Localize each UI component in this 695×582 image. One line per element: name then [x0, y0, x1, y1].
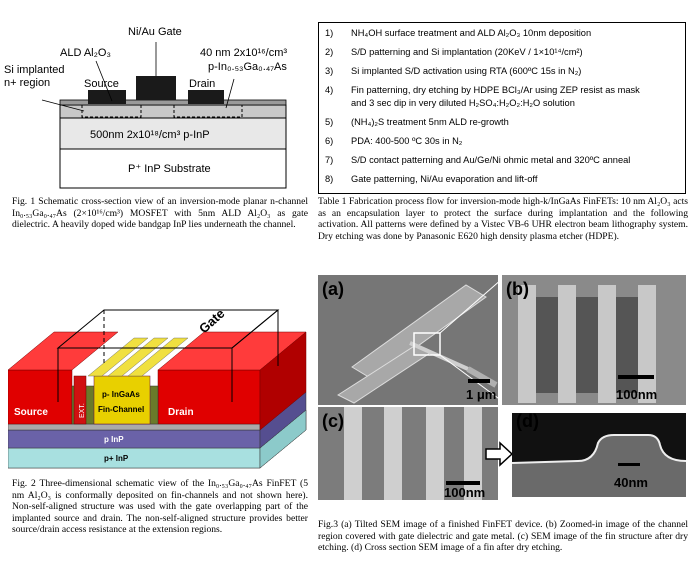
- fig1-si-leader: [41, 99, 85, 112]
- fig1-source-contact: [88, 90, 126, 104]
- fig2-drain-label: Drain: [168, 407, 194, 418]
- fig2-p-ingaas-label: p- InGaAs: [102, 390, 140, 399]
- fig1-si-label-2: n+ region: [4, 77, 50, 89]
- fig3-arrow-icon: [485, 441, 514, 467]
- fig3a-zoom-box: [413, 332, 441, 356]
- table-row-text: (NH₄)₂S treatment 5nm ALD re-growth: [351, 117, 509, 127]
- fig2-drain-side: [259, 331, 307, 431]
- fig2-p-plus-inp: [7, 447, 261, 469]
- fig1-substrate: [59, 148, 287, 189]
- fig3c-label: (c): [322, 411, 344, 431]
- fig2-diagram: Gate Source Drain EXT. p- InGaAs Fin-Cha…: [7, 306, 307, 469]
- fig1-implant-right: [173, 105, 243, 118]
- fig3c-scale: 100nm: [444, 485, 485, 500]
- table-row-number: 8): [325, 174, 334, 184]
- fig3a-label: (a): [322, 279, 344, 299]
- table-row-number: 7): [325, 155, 334, 165]
- fig3a-scale-bar: [468, 379, 490, 383]
- fig1-si-label-1: Si implanted: [4, 64, 65, 76]
- figure-3-caption: Fig.3 (a) Tilted SEM image of a finished…: [318, 519, 688, 554]
- fig2-fin-label: Fin-Channel: [98, 405, 144, 414]
- fig3a-gate-line: [466, 366, 498, 388]
- fig1-channel-leader: [225, 78, 235, 109]
- table-row-text: S/D patterning and Si implantation (20Ke…: [351, 47, 583, 57]
- table-row-number: 1): [325, 28, 334, 38]
- fig3b-stripes: [518, 285, 656, 403]
- figure-2-3d-schematic: Gate Source Drain EXT. p- InGaAs Fin-Cha…: [7, 290, 310, 470]
- fig2-source-block: [7, 369, 73, 425]
- fig3-panels: (a) 1 μm (b) 100nm (c) 100nm: [318, 275, 687, 500]
- fig2-p-inp: [7, 429, 261, 449]
- table-row-text: Fin patterning, dry etching by HDPE BCl₃…: [351, 85, 640, 95]
- fig3d-fin-profile: [512, 435, 686, 497]
- fig3b-scale: 100nm: [616, 387, 657, 402]
- table-row-number: 6): [325, 136, 334, 146]
- table-row-text: and 3 sec dip in very diluted H₂SO₄:H₂O₂…: [351, 98, 575, 108]
- fig1-source-label: Source: [84, 78, 119, 90]
- figure-2-caption: Fig. 2 Three-dimensional schematic view …: [12, 478, 308, 536]
- figure-1-caption: Fig. 1 Schematic cross-section view of a…: [12, 196, 308, 231]
- table-row-text: S/D contact patterning and Au/Ge/Ni ohmi…: [351, 155, 631, 165]
- fig1-drain-label: Drain: [189, 78, 215, 90]
- fig3d-fin-edge: [511, 434, 687, 464]
- fig1-channel-layer: [59, 104, 287, 119]
- fig3a-zoom-line-1: [439, 278, 503, 334]
- table-row-number: 4): [325, 85, 334, 95]
- fig1-substrate-label: P⁺ InP Substrate: [128, 163, 211, 175]
- table-row-text: Si implanted S/D activation using RTA (6…: [351, 66, 582, 76]
- figure-3-sem-images: (a) 1 μm (b) 100nm (c) 100nm: [318, 275, 687, 500]
- fig3a-upper-pad: [351, 284, 487, 380]
- fig1-gate: [136, 76, 176, 100]
- fig2-source-label: Source: [14, 407, 48, 418]
- table-row-number: 2): [325, 47, 334, 57]
- table-1-process-flow: 1) NH₄OH surface treatment and ALD Al₂O₃ …: [318, 22, 686, 194]
- fig1-buffer-layer: [59, 117, 287, 150]
- fig2-source-top: [7, 331, 119, 371]
- table-row-number: 3): [325, 66, 334, 76]
- table-row-number: 5): [325, 117, 334, 127]
- fig1-implant-left: [81, 105, 142, 118]
- fig2-gate-right-top: [231, 309, 279, 349]
- fig3d-scale-bar: [618, 463, 640, 466]
- fig3c-scale-bar: [446, 481, 480, 485]
- table-row-text: NH₄OH surface treatment and ALD Al₂O₃ 10…: [351, 28, 592, 38]
- fig1-channel-label-1: 40 nm 2x10¹⁶/cm³: [200, 47, 287, 59]
- fig1-channel-label-2: p-In₀.₅₃Ga₀.₄₇As: [208, 61, 287, 73]
- table-row-text: Gate patterning, Ni/Au evaporation and l…: [351, 174, 538, 184]
- fig2-fin-channel: [93, 375, 151, 425]
- fig3a-scale: 1 μm: [466, 387, 496, 402]
- fig3b-scale-bar: [618, 375, 654, 379]
- fig1-buffer-label: 500nm 2x10¹⁸/cm³ p-InP: [90, 129, 210, 141]
- fig3c-fins: [344, 407, 482, 500]
- fig2-ext-label: EXT.: [79, 403, 86, 418]
- fig2-thin-layer: [7, 423, 261, 431]
- figure-1-cross-section: Ni/Au Gate ALD Al₂O₃ Si implanted n+ reg…: [2, 4, 308, 191]
- fig1-ald-label: ALD Al₂O₃: [60, 47, 111, 59]
- fig3b-label: (b): [506, 279, 529, 299]
- fig3d-scale: 40nm: [614, 475, 648, 490]
- fig2-drain-block: [157, 369, 261, 425]
- fig3a-zoom-line-2: [439, 354, 503, 402]
- fig1-diagram: Ni/Au Gate ALD Al₂O₃ Si implanted n+ reg…: [4, 26, 287, 189]
- fig2-pinp-label: p InP: [104, 435, 124, 444]
- fig3d-label: (d): [516, 411, 539, 431]
- table-row-text: PDA: 400-500 ºC 30s in N₂: [351, 136, 463, 146]
- fig2-ext-left: [73, 375, 87, 425]
- fig1-gate-label: Ni/Au Gate: [128, 26, 182, 38]
- fig1-drain-contact: [188, 90, 224, 104]
- fig2-ppinp-label: p+ InP: [104, 454, 129, 463]
- table-1-caption: Table 1 Fabrication process flow for inv…: [318, 196, 688, 242]
- fig3a-channel: [409, 341, 469, 371]
- fig1-ald-leader: [95, 60, 113, 102]
